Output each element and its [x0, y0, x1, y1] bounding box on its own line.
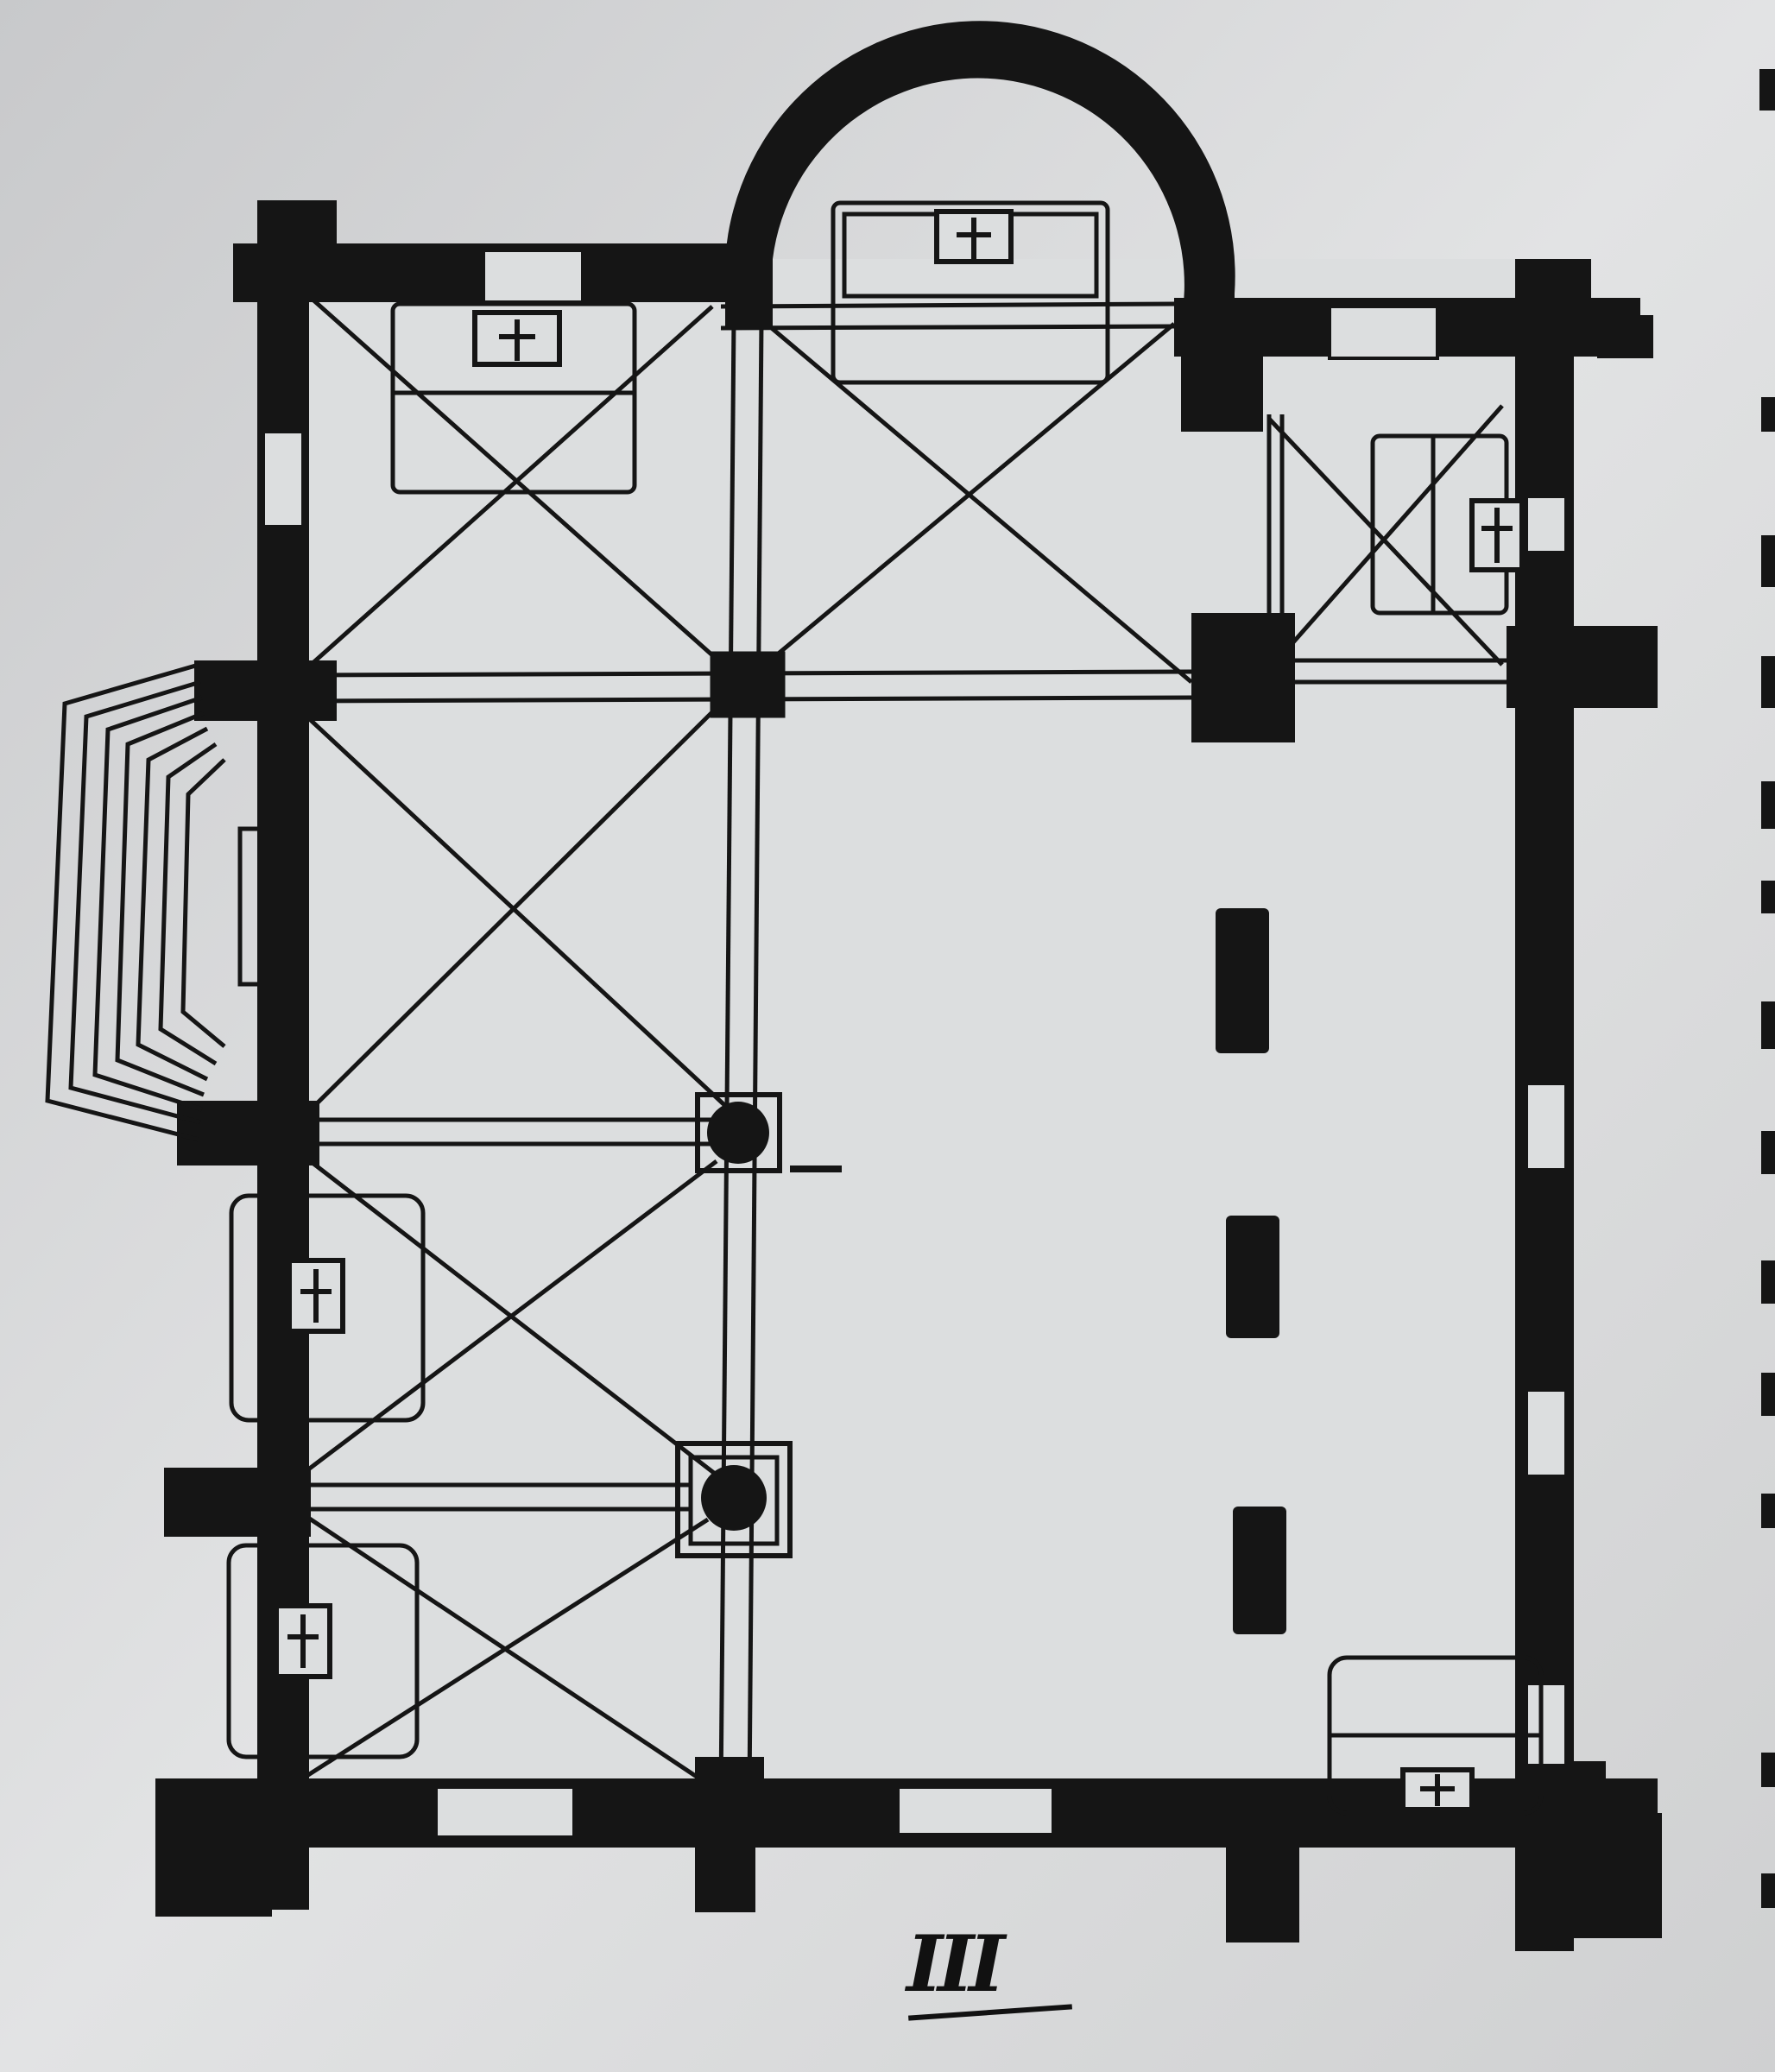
cross-icon: [274, 1603, 332, 1679]
apse-wall: [725, 21, 1235, 415]
interior: [294, 259, 1519, 1787]
cross-icon: [472, 310, 562, 367]
cross-icon: [934, 209, 1014, 264]
vault-ribs: [283, 296, 1504, 1798]
porch-steps: [45, 662, 293, 1142]
windows: [262, 249, 1568, 1839]
cross-icon: [1400, 1767, 1475, 1812]
arcade-piers: [675, 651, 793, 1817]
transverse-arches: [302, 301, 1507, 1797]
cross-icon: [1469, 498, 1525, 572]
cross-icon: [287, 1258, 345, 1334]
pulpit-mark: [790, 1166, 842, 1172]
figure-label: III: [906, 1918, 1005, 2010]
nave-posts: [1216, 908, 1286, 1634]
page-edge-marks: [1759, 69, 1775, 1908]
